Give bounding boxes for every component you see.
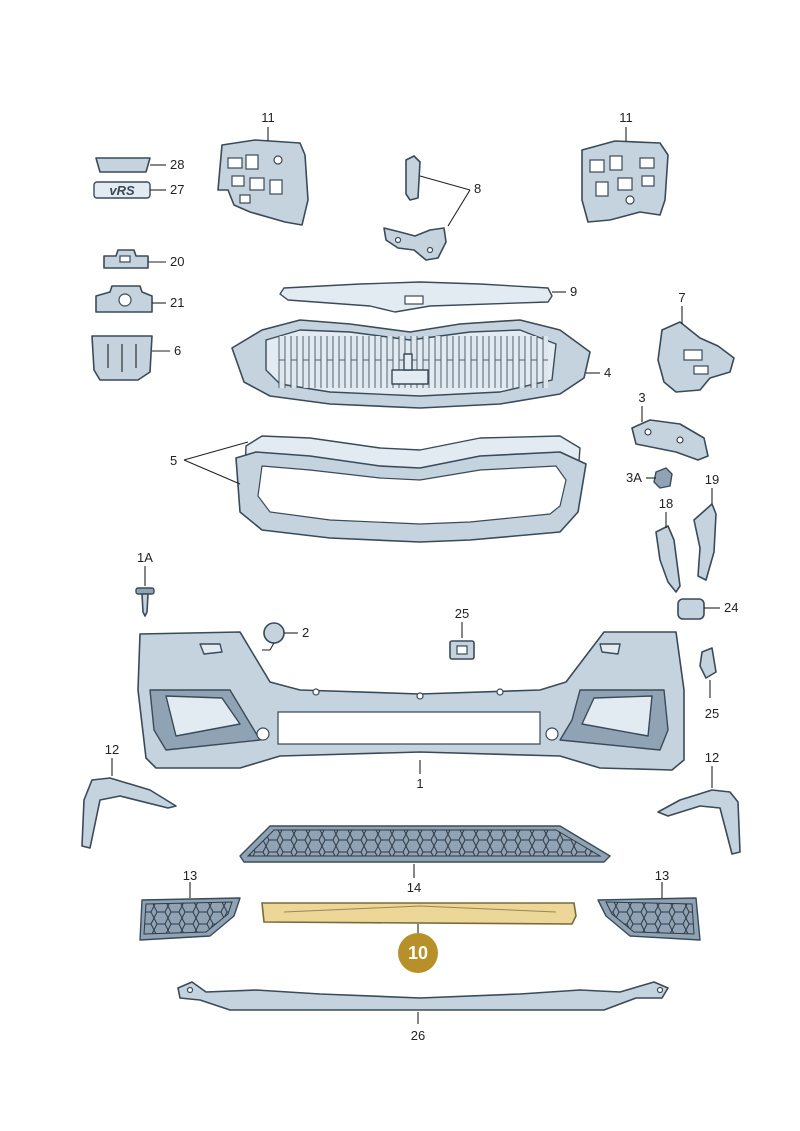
part-27-emblem: vRS 27 [93,181,184,199]
label-text: 27 [170,182,184,197]
part-12-left-trim: 12 [81,742,177,849]
label-text: 19 [705,472,719,487]
part-1-bumper: 1 [137,631,685,791]
part-18-trim: 18 [655,496,681,593]
part-13-left-grille: 13 [139,868,241,941]
part-26-spoiler: 26 [177,981,669,1043]
label-text: 11 [261,110,275,125]
label-text: 26 [411,1028,425,1043]
part-13-right-grille: 13 [597,868,701,941]
part-11-left-bracket [217,139,309,226]
part-4-grille: 4 [231,319,611,409]
part-10-badge: 10 [398,933,438,973]
part-21-clip: 21 [95,285,184,313]
label-text: 9 [570,284,577,299]
label-text: 12 [105,742,119,757]
label-text: 11 [619,110,633,125]
label-text: 3A [626,470,642,485]
label-text: 4 [604,365,611,380]
part-3A-nut: 3A [626,467,673,489]
label-text: 3 [638,390,645,405]
part-10-highlighted-strip [261,902,577,934]
label-text: 12 [705,750,719,765]
label-text: 1 [416,776,423,791]
label-text: 20 [170,254,184,269]
part-19-trim: 19 [693,472,719,581]
badge-text: 10 [408,943,428,963]
label-text: 5 [170,453,177,468]
part-25-right: 25 [699,647,719,721]
part-5-grille-frame: 5 [170,435,587,543]
part-2-cap: 2 [262,622,309,651]
label-text: 24 [724,600,738,615]
part-20-clip: 20 [103,249,184,269]
label-text: 13 [183,868,197,883]
label-text: 6 [174,343,181,358]
label-text: 13 [655,868,669,883]
part-8-mounts: 8 [383,155,481,261]
label-text: 18 [659,496,673,511]
label-text: 25 [455,606,469,621]
part-1A-screw: 1A [135,550,155,617]
label-11-left: 11 [261,110,275,141]
label-text: 25 [705,706,719,721]
label-text: 21 [170,295,184,310]
part-3-bracket: 3 [631,390,709,461]
part-6-cover: 6 [91,335,181,381]
part-9-trim-strip: 9 [279,281,577,313]
part-28-trim: 28 [95,157,184,173]
label-11-right: 11 [619,110,633,141]
label-text: 28 [170,157,184,172]
part-11-right-bracket [581,140,669,223]
label-text: 8 [474,181,481,196]
label-text: 7 [678,290,685,305]
part-12-right-trim: 12 [657,750,741,855]
emblem-text: vRS [109,183,135,198]
part-7-bracket: 7 [657,290,735,393]
label-text: 2 [302,625,309,640]
label-text: 1A [137,550,153,565]
part-14-lower-grille: 14 [239,825,611,895]
label-text: 14 [407,880,421,895]
part-25-center: 25 [449,606,475,660]
part-24-cover: 24 [677,598,738,620]
